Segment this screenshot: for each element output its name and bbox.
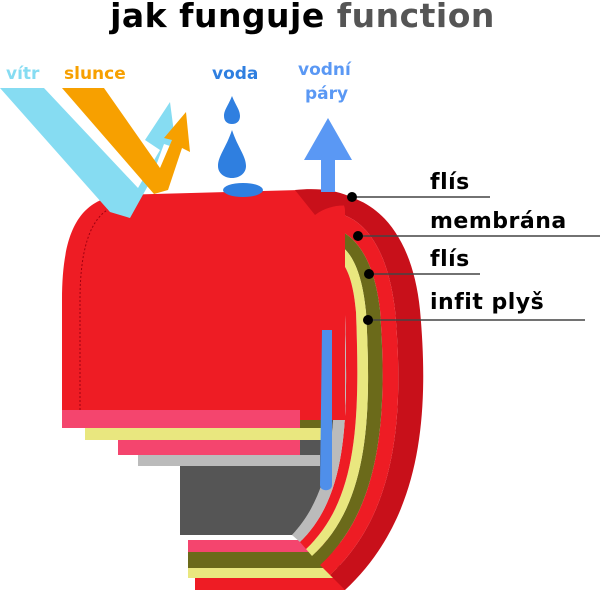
- outer-fleece-curl-face: [315, 212, 399, 576]
- membrane-lower-strip: [85, 428, 325, 440]
- vapor-arrow: [304, 118, 352, 192]
- page-title: jak funguje function: [0, 0, 605, 35]
- label-vapor-line1: vodní: [298, 60, 351, 80]
- label-wind: vítr: [6, 64, 40, 84]
- label-sun: slunce: [64, 64, 126, 84]
- label-water: voda: [212, 64, 259, 84]
- layer-label-4: infit plyš: [430, 290, 545, 315]
- plush-curl-light: [292, 268, 347, 542]
- outer-fleece-seam: [79, 204, 121, 410]
- layer-label-3: flís: [430, 247, 470, 272]
- leader-dot-2: [353, 231, 363, 241]
- inner-drop-streak: [320, 330, 332, 491]
- membrane-bottom-dark: [188, 552, 340, 568]
- outer-fleece-curl: [300, 194, 424, 590]
- membrane-curl-yellow: [306, 241, 369, 556]
- plush-inner-dark: [180, 282, 335, 535]
- sun-beam: [62, 88, 190, 194]
- water-drop-large: [218, 130, 246, 178]
- outer-fleece-body: [62, 189, 345, 420]
- fleece-bottom-edge: [118, 440, 330, 455]
- outer-fleece-curl-top: [295, 189, 372, 215]
- water-drop-small: [224, 96, 240, 124]
- leader-dot-4: [363, 315, 373, 325]
- wind-beam: [0, 88, 176, 218]
- outer-fleece-front-face: [62, 410, 300, 428]
- outer-fleece-bottom: [195, 578, 345, 590]
- title-part-2: function: [336, 0, 495, 35]
- water-puddle: [223, 183, 263, 197]
- leader-dot-3: [364, 269, 374, 279]
- plush-bottom-edge: [138, 455, 320, 466]
- layer-label-1: flís: [430, 170, 470, 195]
- title-part-1: jak funguje: [110, 0, 325, 35]
- membrane-curl-olive: [312, 227, 383, 566]
- layer-label-2: membrána: [430, 209, 567, 234]
- label-vapor-line2: páry: [305, 84, 349, 104]
- inner-fleece-curl: [300, 254, 358, 549]
- membrane-bottom-light: [188, 568, 340, 578]
- leader-dot-1: [347, 192, 357, 202]
